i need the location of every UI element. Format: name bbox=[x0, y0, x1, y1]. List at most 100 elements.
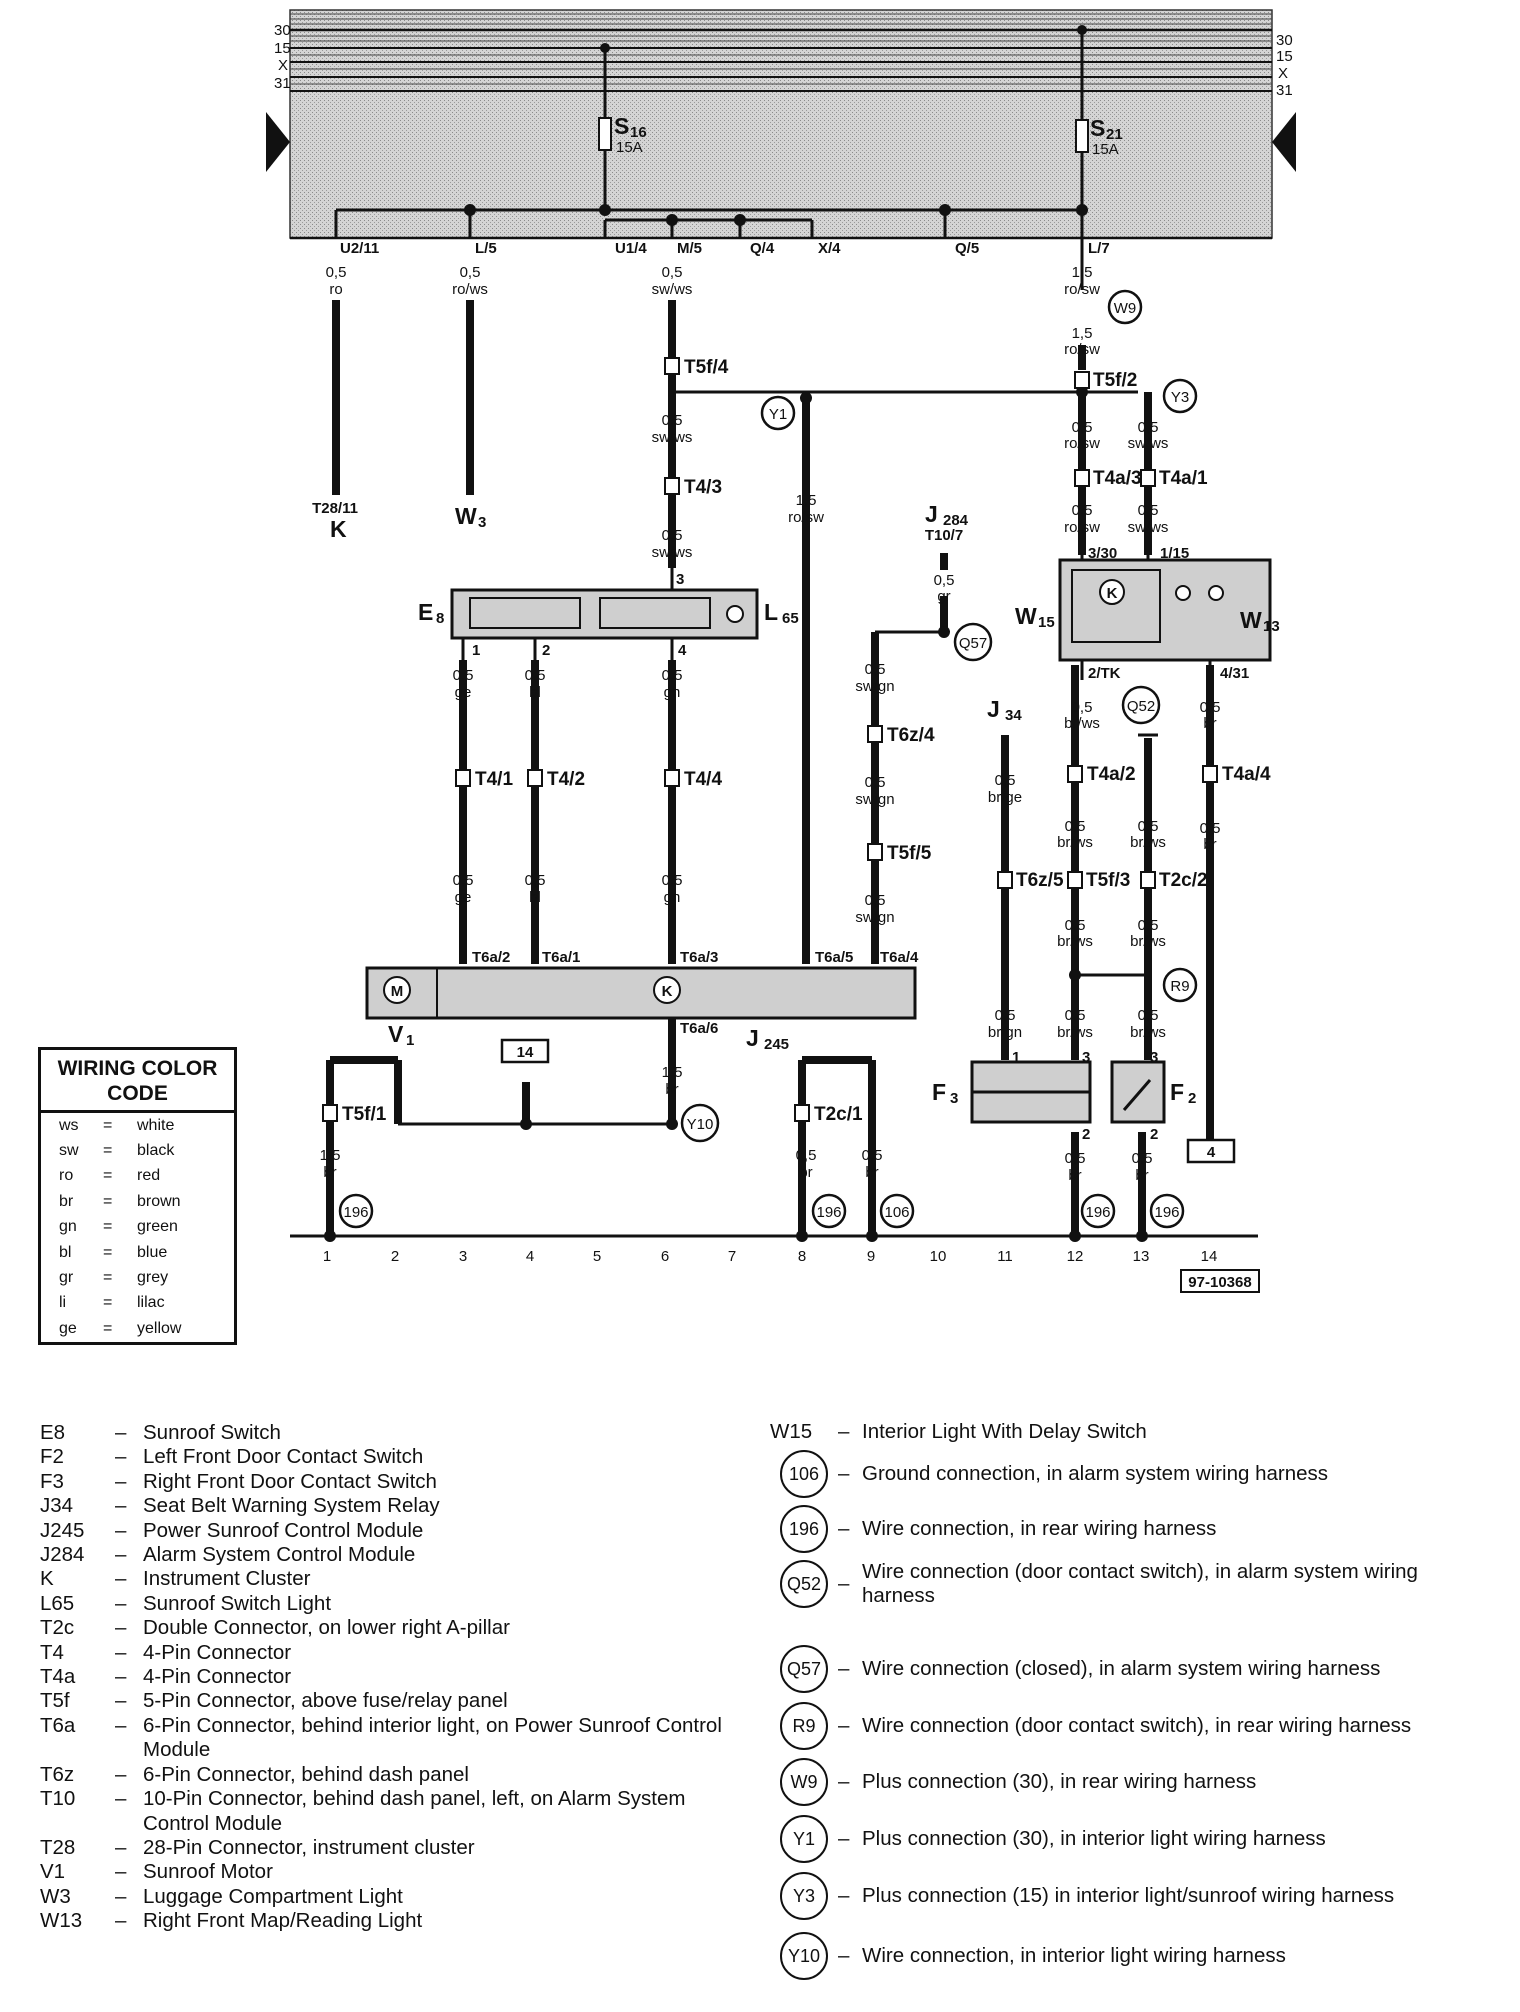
wire-runs bbox=[290, 238, 1258, 1242]
svg-text:21: 21 bbox=[1106, 126, 1123, 143]
svg-text:X: X bbox=[1278, 65, 1288, 82]
svg-text:4: 4 bbox=[1207, 1144, 1216, 1161]
svg-text:K: K bbox=[1107, 585, 1118, 602]
svg-text:br/ws: br/ws bbox=[1064, 715, 1100, 732]
svg-text:T6z/5: T6z/5 bbox=[1016, 870, 1064, 891]
legend-dash: – bbox=[838, 1713, 850, 1737]
svg-text:br/ws: br/ws bbox=[1057, 933, 1093, 950]
svg-text:M: M bbox=[391, 983, 404, 1000]
ref-box-14: 14 bbox=[500, 1038, 550, 1064]
svg-text:sw/gn: sw/gn bbox=[855, 791, 894, 808]
svg-text:31: 31 bbox=[1276, 82, 1293, 99]
color-code-row: ge = yellow bbox=[41, 1316, 234, 1341]
svg-text:1,5: 1,5 bbox=[662, 1064, 683, 1081]
svg-text:0,5: 0,5 bbox=[1072, 502, 1093, 519]
legend-dash: – bbox=[115, 1689, 127, 1713]
svg-text:sw/ws: sw/ws bbox=[652, 281, 693, 298]
svg-text:3/30: 3/30 bbox=[1088, 545, 1117, 562]
svg-text:1: 1 bbox=[323, 1248, 331, 1265]
svg-text:0,5: 0,5 bbox=[1072, 699, 1093, 716]
svg-text:97-10368: 97-10368 bbox=[1188, 1274, 1251, 1291]
svg-text:30: 30 bbox=[274, 22, 291, 39]
svg-text:br/ws: br/ws bbox=[1130, 834, 1166, 851]
svg-text:br: br bbox=[799, 1164, 812, 1181]
svg-text:0,5: 0,5 bbox=[995, 772, 1016, 789]
svg-text:0,5: 0,5 bbox=[662, 264, 683, 281]
svg-text:W: W bbox=[455, 503, 477, 529]
svg-text:ro/sw: ro/sw bbox=[1064, 435, 1100, 452]
svg-text:T5f/5: T5f/5 bbox=[887, 843, 932, 864]
legend-item: Y3–Plus connection (15) in interior ligh… bbox=[770, 1872, 1490, 1920]
svg-text:T6a/3: T6a/3 bbox=[680, 949, 718, 966]
svg-text:14: 14 bbox=[1201, 1248, 1218, 1265]
svg-text:T5f/2: T5f/2 bbox=[1093, 370, 1137, 391]
legend-code-text: W15 bbox=[770, 1420, 813, 1443]
svg-text:Q52: Q52 bbox=[1127, 698, 1155, 715]
svg-text:2: 2 bbox=[1150, 1126, 1158, 1143]
svg-text:br: br bbox=[865, 1164, 878, 1181]
panel-terminals: U2/11 L/5 U1/4 M/5 Q/4 X/4 Q/5 L/7 bbox=[340, 240, 1110, 257]
color-abbr: ge bbox=[59, 1319, 77, 1337]
legend-description: Plus connection (15) in interior light/s… bbox=[862, 1883, 1395, 1907]
legend-description: Double Connector, on lower right A-pilla… bbox=[143, 1616, 510, 1640]
circled-reference: Q52 bbox=[780, 1560, 828, 1609]
svg-text:bl: bl bbox=[529, 684, 541, 701]
circled-reference: Y10 bbox=[780, 1932, 828, 1980]
legend-dash: – bbox=[838, 1769, 850, 1793]
fuse-s16: S 16 15A bbox=[598, 113, 647, 156]
legend-item: Q57–Wire connection (closed), in alarm s… bbox=[770, 1645, 1490, 1693]
svg-text:0,5: 0,5 bbox=[460, 264, 481, 281]
svg-text:2: 2 bbox=[1188, 1090, 1196, 1107]
legend-description: Sunroof Switch Light bbox=[143, 1591, 332, 1615]
legend-dash: – bbox=[838, 1420, 850, 1443]
legend-dash: – bbox=[115, 1884, 127, 1908]
svg-text:sw/ws: sw/ws bbox=[1128, 519, 1169, 536]
svg-text:W: W bbox=[1240, 607, 1262, 633]
legend-code: T28 bbox=[40, 1835, 76, 1859]
legend-description: Wire connection (door contact switch), i… bbox=[862, 1713, 1412, 1737]
legend-dash: – bbox=[115, 1835, 127, 1859]
svg-text:br/ge: br/ge bbox=[988, 789, 1022, 806]
svg-text:0,5: 0,5 bbox=[1065, 1150, 1086, 1167]
svg-text:T6a/4: T6a/4 bbox=[880, 949, 919, 966]
legend-description: 6-Pin Connector, behind dash panel bbox=[143, 1762, 469, 1786]
circled-reference: Y1 bbox=[780, 1815, 828, 1863]
legend-code: J34 bbox=[40, 1494, 74, 1518]
bus-labels-left: 30 15 X 31 bbox=[274, 22, 291, 92]
color-name: yellow bbox=[137, 1319, 182, 1337]
svg-text:2: 2 bbox=[391, 1248, 399, 1265]
legend-dash: – bbox=[115, 1909, 127, 1933]
color-code-row: sw=black bbox=[41, 1138, 234, 1163]
legend-description: 28-Pin Connector, instrument cluster bbox=[143, 1835, 475, 1859]
legend-description: 10-Pin Connector, behind dash panel, lef… bbox=[143, 1787, 686, 1835]
svg-text:Q57: Q57 bbox=[959, 635, 987, 652]
svg-text:5: 5 bbox=[593, 1248, 601, 1265]
color-name: black bbox=[137, 1142, 175, 1160]
svg-text:0,5: 0,5 bbox=[1072, 419, 1093, 436]
svg-text:F: F bbox=[932, 1079, 946, 1105]
svg-text:8: 8 bbox=[436, 610, 444, 627]
svg-text:J: J bbox=[987, 696, 1000, 722]
color-equals: = bbox=[103, 1319, 113, 1337]
svg-text:br/ws: br/ws bbox=[1130, 1024, 1166, 1041]
legend-code: L65 bbox=[40, 1591, 75, 1615]
legend-description: Right Front Door Contact Switch bbox=[143, 1469, 437, 1493]
legend-description: Plus connection (30), in interior light … bbox=[862, 1826, 1326, 1850]
svg-text:0,5: 0,5 bbox=[662, 667, 683, 684]
legend-dash: – bbox=[838, 1516, 850, 1540]
color-name: white bbox=[137, 1116, 175, 1134]
svg-text:W9: W9 bbox=[1114, 300, 1137, 317]
svg-text:1: 1 bbox=[472, 642, 480, 659]
svg-text:0,5: 0,5 bbox=[1065, 917, 1086, 934]
figure-code: 97-10368 bbox=[1180, 1269, 1260, 1293]
circled-reference: R9 bbox=[780, 1702, 828, 1750]
bus-labels-right: 30 15 X 31 bbox=[1276, 32, 1293, 99]
legend-description: 6-Pin Connector, behind interior light, … bbox=[143, 1713, 722, 1762]
svg-text:4/31: 4/31 bbox=[1220, 665, 1249, 682]
color-abbr: ro bbox=[59, 1167, 74, 1185]
svg-text:0,5: 0,5 bbox=[525, 667, 546, 684]
svg-text:0,5: 0,5 bbox=[1200, 820, 1221, 837]
svg-text:65: 65 bbox=[782, 610, 799, 627]
